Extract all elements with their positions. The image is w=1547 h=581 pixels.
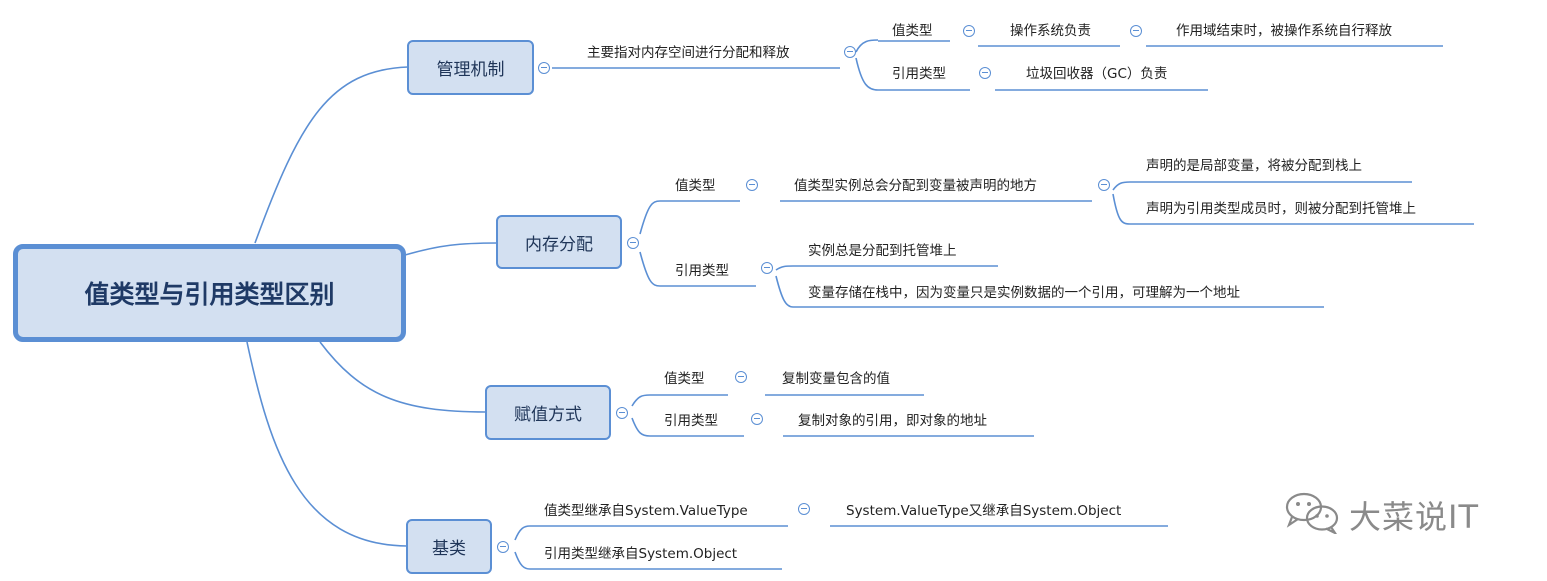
branch-memory-label: 内存分配 [525,234,593,255]
collapse-toggle-icon[interactable] [538,62,550,74]
memory-value-type[interactable]: 值类型 [675,178,716,194]
mgmt-ref-type-detail[interactable]: 垃圾回收器（GC）负责 [1026,66,1168,82]
mgmt-desc[interactable]: 主要指对内存空间进行分配和释放 [587,45,790,61]
memory-ref-type[interactable]: 引用类型 [675,263,729,279]
root-title: 值类型与引用类型区别 [84,280,335,309]
base-value-base-detail[interactable]: System.ValueType又继承自System.Object [846,503,1122,519]
branch-management[interactable]: 管理机制 [407,40,534,95]
collapse-toggle-icon[interactable] [761,262,773,274]
collapse-toggle-icon[interactable] [979,67,991,79]
branch-base-class[interactable]: 基类 [406,519,492,574]
base-value-base[interactable]: 值类型继承自System.ValueType [544,503,748,519]
branch-assignment-label: 赋值方式 [514,405,582,425]
link-root-assign [319,341,487,413]
mgmt-value-type[interactable]: 值类型 [892,23,933,39]
collapse-toggle-icon[interactable] [616,407,628,419]
mgmt-ref-type[interactable]: 引用类型 [892,66,946,82]
memory-value-type-detail[interactable]: 值类型实例总会分配到变量被声明的地方 [794,178,1037,194]
mgmt-value-type-detail2[interactable]: 作用域结束时，被操作系统自行释放 [1176,23,1392,39]
mgmt-value-type-detail[interactable]: 操作系统负责 [1010,23,1091,39]
assign-value-type-detail[interactable]: 复制变量包含的值 [782,371,890,387]
wechat-icon [1285,492,1339,534]
link-root-memory [404,242,498,256]
collapse-toggle-icon[interactable] [735,371,747,383]
link-root-base [246,341,408,547]
branch-management-label: 管理机制 [436,60,505,80]
assign-ref-type[interactable]: 引用类型 [664,413,718,429]
collapse-toggle-icon[interactable] [798,503,810,515]
collapse-toggle-icon[interactable] [746,179,758,191]
collapse-toggle-icon[interactable] [627,237,639,249]
watermark-text: 大菜说IT [1349,498,1479,536]
collapse-toggle-icon[interactable] [963,25,975,37]
memory-value-local[interactable]: 声明的是局部变量，将被分配到栈上 [1146,158,1362,174]
memory-value-member[interactable]: 声明为引用类型成员时，则被分配到托管堆上 [1146,201,1416,217]
branch-base-class-label: 基类 [432,539,466,559]
assign-value-type[interactable]: 值类型 [664,371,705,387]
collapse-toggle-icon[interactable] [844,46,856,58]
link-root-mgmt [254,66,409,244]
assign-ref-type-detail[interactable]: 复制对象的引用，即对象的地址 [798,413,987,429]
branch-assignment[interactable]: 赋值方式 [485,385,611,440]
memory-ref-heap[interactable]: 实例总是分配到托管堆上 [808,243,957,259]
collapse-toggle-icon[interactable] [1098,179,1110,191]
memory-ref-stack[interactable]: 变量存储在栈中，因为变量只是实例数据的一个引用，可理解为一个地址 [808,285,1240,301]
collapse-toggle-icon[interactable] [1130,25,1142,37]
collapse-toggle-icon[interactable] [751,413,763,425]
collapse-toggle-icon[interactable] [497,541,509,553]
base-ref-base[interactable]: 引用类型继承自System.Object [544,546,738,562]
root-topic[interactable]: 值类型与引用类型区别 [13,244,406,342]
branch-memory[interactable]: 内存分配 [496,215,622,269]
